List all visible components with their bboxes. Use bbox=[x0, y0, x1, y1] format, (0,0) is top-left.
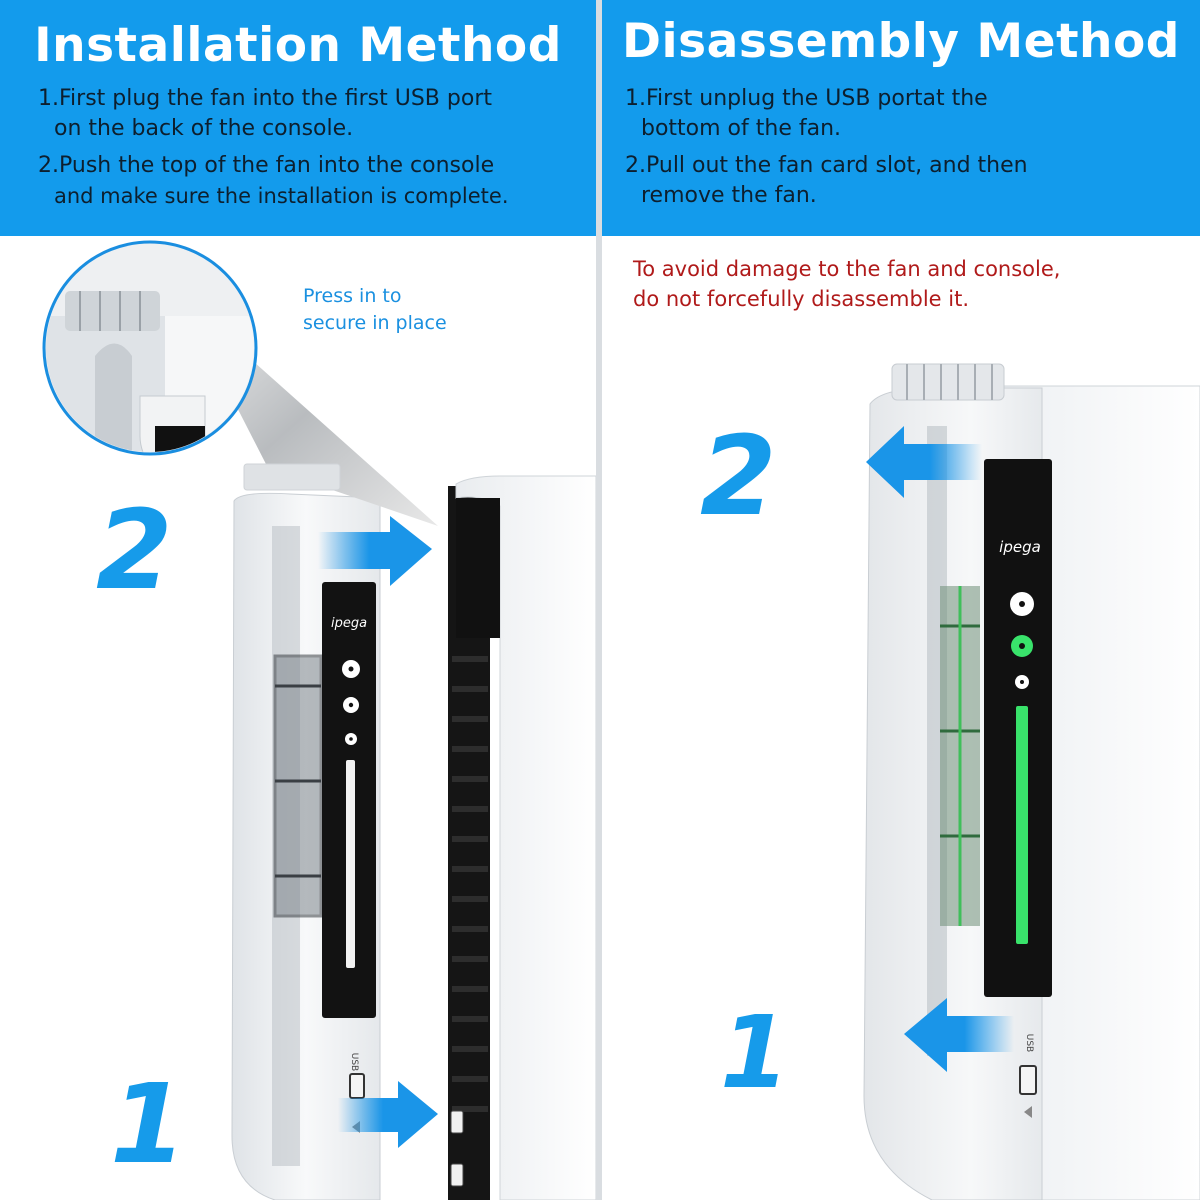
disassembly-title: Disassembly Method bbox=[622, 14, 1180, 69]
arrow-unplug-usb bbox=[904, 998, 1014, 1072]
disassembly-step1-line1: 1.First unplug the USB portat the bbox=[625, 86, 988, 111]
usb-label: USB bbox=[349, 1053, 359, 1071]
console-shell bbox=[455, 475, 596, 1200]
install-step-number-2: 2 bbox=[96, 486, 173, 614]
panel-divider bbox=[596, 0, 602, 1200]
installation-title: Installation Method bbox=[34, 18, 562, 73]
warning-line1: To avoid damage to the fan and console, bbox=[633, 257, 1061, 281]
brand-logo: ipega bbox=[331, 616, 367, 631]
console-usb-port-2 bbox=[450, 1163, 464, 1187]
fan-top-knob bbox=[891, 363, 1005, 401]
warning-line2: do not forcefully disassemble it. bbox=[633, 287, 970, 311]
fan-usb-port bbox=[349, 1073, 365, 1099]
disassembly-illustration: ipega USB bbox=[863, 363, 1200, 1200]
fan-level-bar bbox=[346, 760, 355, 968]
fan-side-vents-right bbox=[940, 586, 980, 926]
arrow-plug-usb bbox=[338, 1081, 438, 1148]
disassembly-step2-line1: 2.Pull out the fan card slot, and then bbox=[625, 153, 1028, 178]
disassembly-step1-line2: bottom of the fan. bbox=[641, 116, 842, 141]
disassembly-banner: Disassembly Method bbox=[602, 0, 1200, 236]
fan-side-vents bbox=[273, 654, 323, 918]
fan-top-knob-ghost bbox=[243, 463, 341, 491]
press-in-note-line2: secure in place bbox=[303, 312, 447, 334]
install-step2-line2: and make sure the installation is comple… bbox=[54, 184, 509, 208]
console-top-vent bbox=[456, 498, 500, 638]
arrow-pull-fan bbox=[866, 426, 982, 498]
installation-illustration: ipega USB ipega bbox=[42, 240, 596, 1200]
console-usb-port-1 bbox=[450, 1110, 464, 1134]
disassembly-step-number-2: 2 bbox=[700, 412, 777, 540]
usb-arrow-icon-right bbox=[1024, 1106, 1032, 1118]
installation-banner: Installation Method bbox=[0, 0, 596, 236]
arrow-push-top bbox=[318, 516, 432, 586]
install-step1-line2: on the back of the console. bbox=[54, 116, 354, 141]
disassembly-warning: To avoid damage to the fan and console, … bbox=[633, 254, 1060, 314]
install-step1-line1: 1.First plug the fan into the first USB … bbox=[38, 86, 492, 111]
fan-level-bar-green bbox=[1016, 706, 1028, 944]
press-in-note: Press in to secure in place bbox=[303, 283, 447, 337]
magnified-brand-logo: ipega bbox=[161, 460, 200, 476]
brand-logo-right: ipega bbox=[999, 538, 1041, 556]
install-step2-line1: 2.Push the top of the fan into the conso… bbox=[38, 153, 495, 178]
usb-label-right: USB bbox=[1024, 1034, 1034, 1052]
install-step-number-1: 1 bbox=[110, 1060, 187, 1188]
disassembly-step-number-1: 1 bbox=[720, 994, 790, 1111]
disassembly-step2-line2: remove the fan. bbox=[641, 183, 817, 208]
fan-usb-port-right bbox=[1019, 1065, 1037, 1095]
press-in-note-line1: Press in to bbox=[303, 285, 402, 307]
